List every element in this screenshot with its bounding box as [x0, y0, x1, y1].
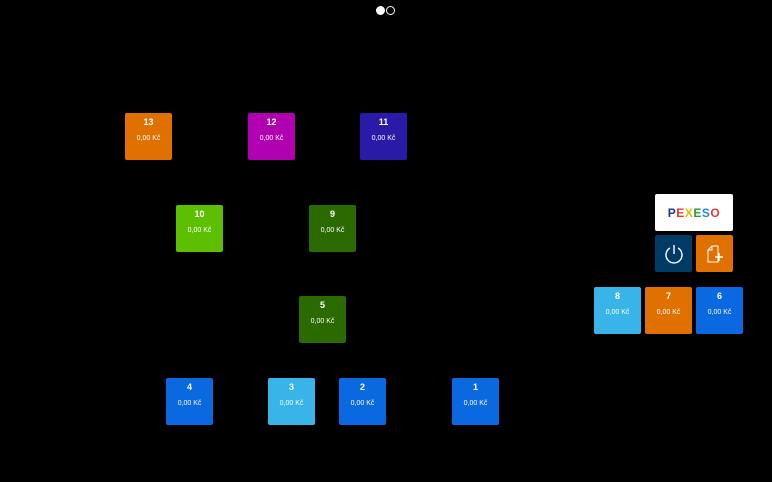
logo-letter: P [667, 205, 677, 220]
logo-letter: S [701, 205, 711, 220]
table-number: 7 [665, 291, 671, 301]
table-price: 0,00 Kč [177, 400, 202, 407]
table-tile-12[interactable]: 12 0,00 Kč [248, 113, 295, 160]
logo-letter: X [684, 205, 694, 220]
table-price: 0,00 Kč [187, 227, 212, 234]
table-number: 2 [359, 382, 365, 392]
table-tile-5[interactable]: 5 0,00 Kč [299, 296, 346, 343]
table-number: 4 [186, 382, 192, 392]
table-price: 0,00 Kč [279, 400, 304, 407]
table-price: 0,00 Kč [371, 135, 396, 142]
table-tile-11[interactable]: 11 0,00 Kč [360, 113, 407, 160]
table-tile-3[interactable]: 3 0,00 Kč [268, 378, 315, 425]
table-tile-2[interactable]: 2 0,00 Kč [339, 378, 386, 425]
page-dot-1[interactable] [376, 6, 385, 15]
table-price: 0,00 Kč [605, 309, 630, 316]
table-price: 0,00 Kč [656, 309, 681, 316]
table-tile-7[interactable]: 7 0,00 Kč [645, 287, 692, 334]
table-price: 0,00 Kč [463, 400, 488, 407]
table-number: 1 [472, 382, 478, 392]
power-icon [664, 244, 683, 264]
logo-letter: O [710, 205, 721, 220]
table-price: 0,00 Kč [350, 400, 375, 407]
new-document-button[interactable] [696, 235, 733, 272]
table-number: 9 [329, 209, 335, 219]
table-number: 3 [288, 382, 294, 392]
page-dot-2[interactable] [386, 6, 395, 15]
table-price: 0,00 Kč [320, 227, 345, 234]
table-price: 0,00 Kč [136, 135, 161, 142]
table-number: 12 [266, 117, 277, 127]
new-document-icon [707, 245, 723, 262]
table-tile-8[interactable]: 8 0,00 Kč [594, 287, 641, 334]
power-button[interactable] [655, 235, 692, 272]
table-price: 0,00 Kč [310, 318, 335, 325]
table-number: 8 [614, 291, 620, 301]
table-price: 0,00 Kč [259, 135, 284, 142]
table-tile-13[interactable]: 13 0,00 Kč [125, 113, 172, 160]
table-tile-1[interactable]: 1 0,00 Kč [452, 378, 499, 425]
table-price: 0,00 Kč [707, 309, 732, 316]
table-number: 11 [378, 117, 389, 127]
logo-letter: E [676, 205, 685, 220]
table-tile-9[interactable]: 9 0,00 Kč [309, 205, 356, 252]
table-tile-6[interactable]: 6 0,00 Kč [696, 287, 743, 334]
table-number: 10 [194, 209, 205, 219]
logo-letter: E [693, 205, 702, 220]
table-tile-4[interactable]: 4 0,00 Kč [166, 378, 213, 425]
table-number: 13 [143, 117, 154, 127]
page-indicator [376, 6, 395, 15]
table-tile-10[interactable]: 10 0,00 Kč [176, 205, 223, 252]
table-number: 5 [319, 300, 325, 310]
table-number: 6 [716, 291, 722, 301]
